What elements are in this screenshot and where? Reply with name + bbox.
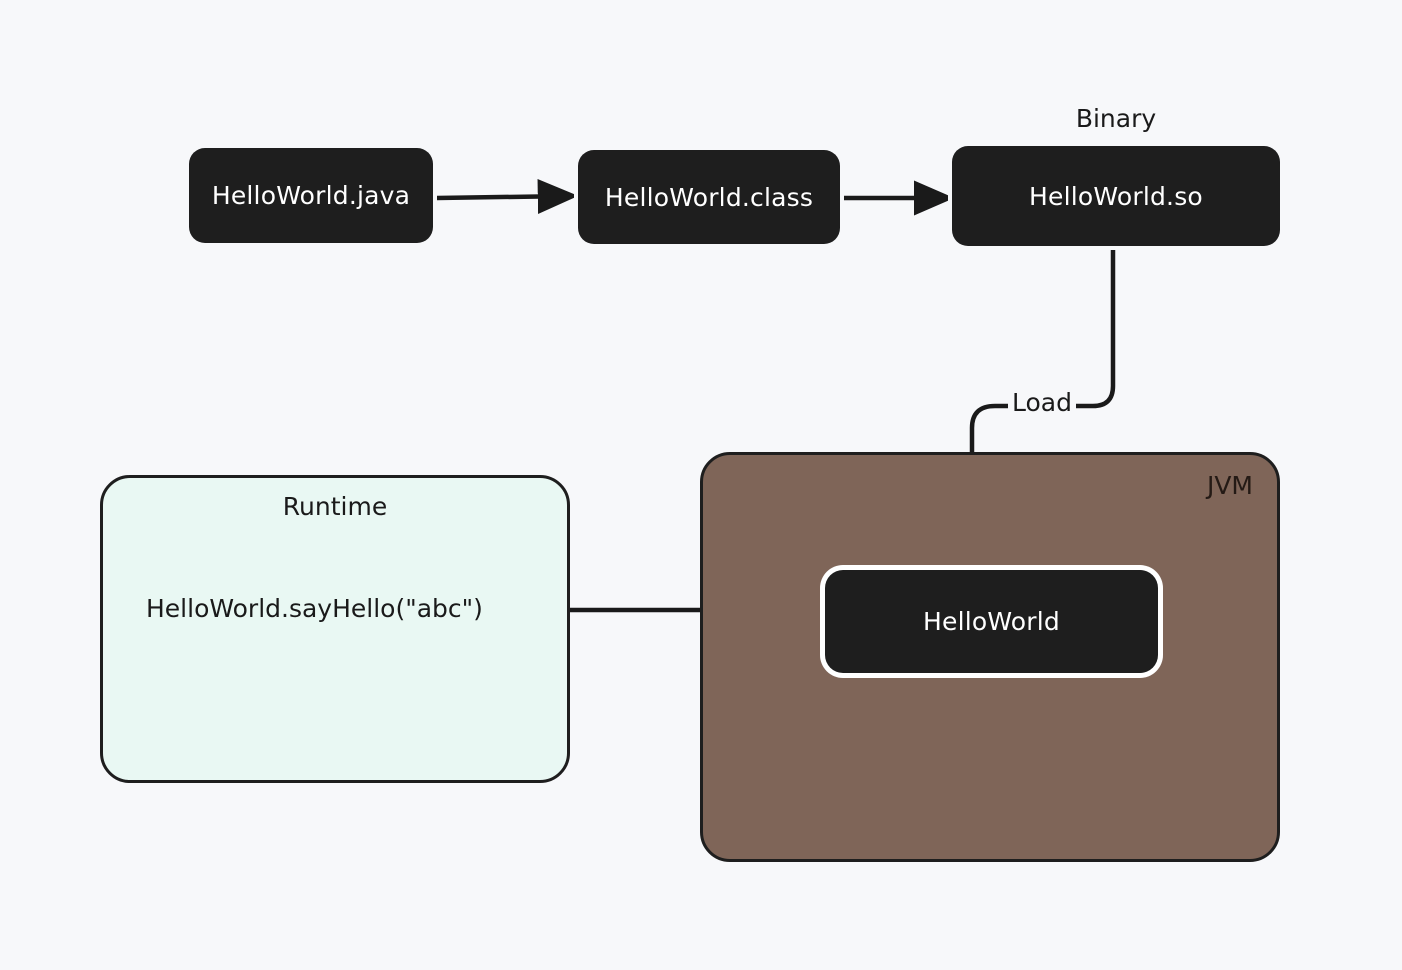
node-helloworld-so-label: HelloWorld.so — [1029, 181, 1203, 211]
node-helloworld-java[interactable]: HelloWorld.java — [189, 148, 433, 243]
node-helloworld-so[interactable]: HelloWorld.so — [952, 146, 1280, 246]
binary-caption: Binary — [1075, 104, 1157, 133]
edge-label-load: Load — [1008, 388, 1076, 417]
node-helloworld-class-label: HelloWorld.class — [604, 182, 814, 212]
edge-compile — [436, 178, 579, 215]
runtime-code-call: HelloWorld.sayHello("abc") — [146, 594, 483, 623]
runtime-container: Runtime — [100, 475, 570, 783]
node-helloworld-loaded[interactable]: HelloWorld — [825, 570, 1158, 673]
jvm-title: JVM — [1206, 471, 1253, 500]
runtime-title: Runtime — [282, 492, 388, 521]
node-helloworld-java-label: HelloWorld.java — [211, 181, 411, 210]
node-helloworld-class[interactable]: HelloWorld.class — [578, 150, 840, 244]
node-helloworld-loaded-label: HelloWorld — [922, 607, 1060, 636]
